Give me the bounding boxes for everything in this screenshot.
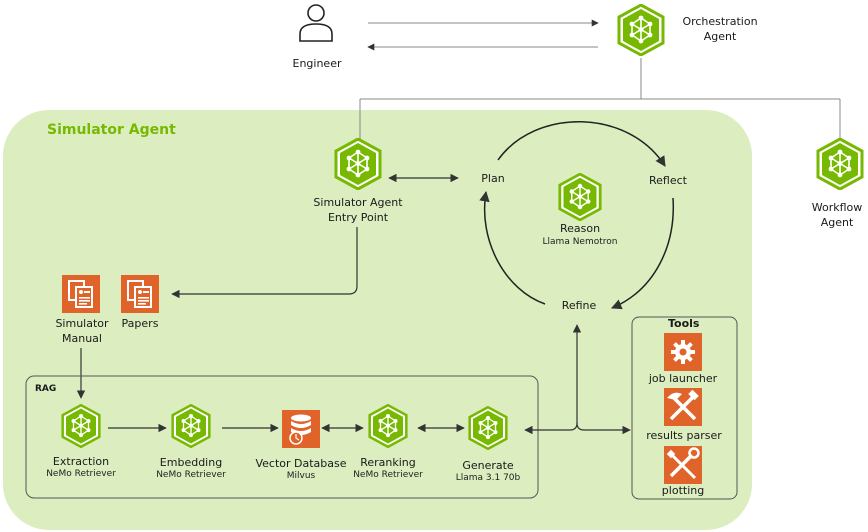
hammer-pick-icon xyxy=(664,388,702,426)
simulator-manual-icon xyxy=(62,275,100,313)
reranking-label: Reranking xyxy=(360,456,416,469)
entry-point-agent-icon xyxy=(334,138,382,190)
generate-model-label: Llama 3.1 70b xyxy=(455,473,521,483)
entry-to-docs-arrow xyxy=(171,227,358,299)
embedding-model-label: NeMo Retriever xyxy=(156,470,226,480)
rag-box xyxy=(25,375,539,499)
results-parser-label: results parser xyxy=(646,429,722,442)
manual-label-line2: Manual xyxy=(62,332,102,345)
reason-agent-icon xyxy=(558,173,602,221)
papers-icon xyxy=(121,275,159,313)
workflow-label-line2: Agent xyxy=(820,216,854,229)
plotting-label: plotting xyxy=(661,484,705,497)
orchestration-agent-label: Orchestration Agent xyxy=(668,14,772,44)
simulator-agent-title: Simulator Agent xyxy=(47,122,176,138)
reflect-label: Reflect xyxy=(649,174,687,187)
workflow-label-line1: Workflow xyxy=(811,201,863,214)
database-icon xyxy=(282,410,320,448)
orchestration-agent-icon xyxy=(617,4,665,56)
workflow-agent-label: Workflow Agent xyxy=(806,200,868,230)
embedding-label: Embedding xyxy=(159,456,223,469)
plan-label: Plan xyxy=(481,172,505,185)
extraction-icon xyxy=(61,404,101,448)
generate-icon xyxy=(468,406,508,450)
wrench-screwdriver-icon xyxy=(664,446,702,484)
job-launcher-label: job launcher xyxy=(648,372,718,385)
workflow-agent-icon xyxy=(816,138,864,190)
person-icon xyxy=(299,4,333,42)
reason-label: Reason xyxy=(559,222,601,235)
tools-box xyxy=(631,316,738,500)
papers-label: Papers xyxy=(121,317,159,330)
simulator-manual-label: Simulator Manual xyxy=(46,316,118,346)
manual-label-line1: Simulator xyxy=(55,317,109,330)
gear-icon xyxy=(664,333,702,371)
orchestration-branch-lines xyxy=(359,58,841,140)
rag-label: RAG xyxy=(35,384,57,394)
extraction-model-label: NeMo Retriever xyxy=(46,469,116,479)
embedding-icon xyxy=(171,404,211,448)
reranking-model-label: NeMo Retriever xyxy=(353,470,423,480)
entry-label-line1: Simulator Agent xyxy=(313,196,403,209)
refine-label: Refine xyxy=(561,299,597,312)
extraction-label: Extraction xyxy=(52,455,110,468)
engineer-label: Engineer xyxy=(292,57,342,70)
reason-model-label: Llama Nemotron xyxy=(542,237,618,247)
reranking-icon xyxy=(368,404,408,448)
generate-label: Generate xyxy=(462,459,514,472)
vectordb-model-label: Milvus xyxy=(286,471,316,481)
orchestration-label-line2: Agent xyxy=(703,30,737,43)
generate-refine-tools-connector xyxy=(524,324,631,435)
orchestration-label-line1: Orchestration xyxy=(682,15,758,28)
vectordb-label: Vector Database xyxy=(255,457,347,470)
reasoning-loop xyxy=(479,121,675,310)
tools-title: Tools xyxy=(668,317,700,330)
entry-label-line2: Entry Point xyxy=(327,211,389,224)
entry-point-label: Simulator Agent Entry Point xyxy=(298,195,418,225)
